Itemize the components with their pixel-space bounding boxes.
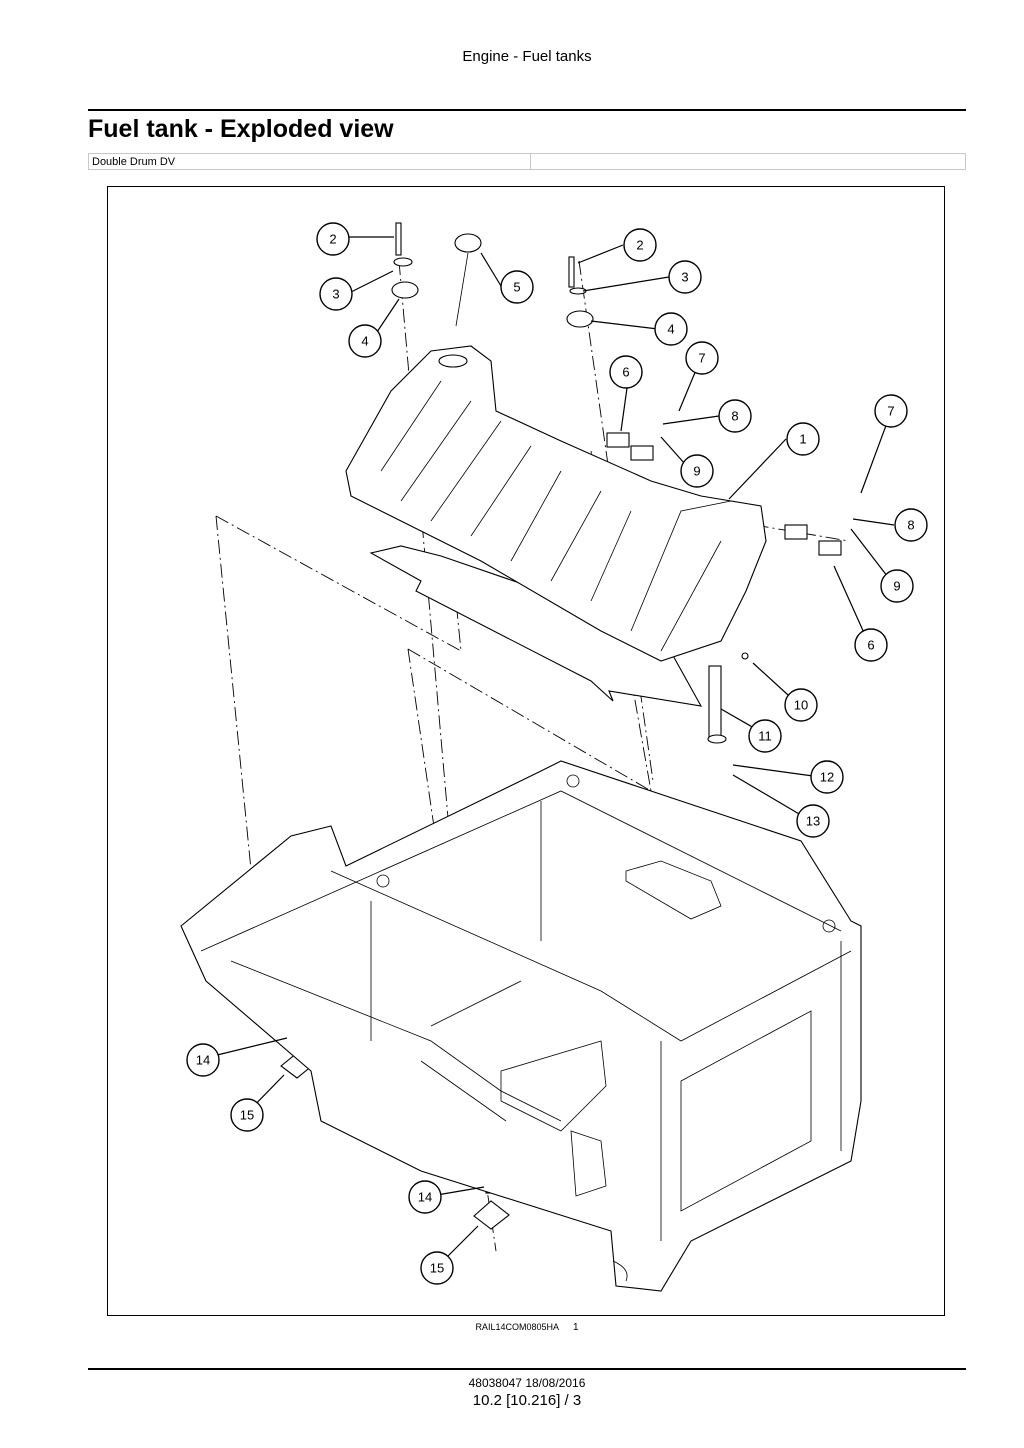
footer-doc-ref: 48038047 18/08/2016 — [468, 1376, 586, 1390]
callout-5: 5 — [500, 270, 534, 304]
variant-cell-model: Double Drum DV — [88, 153, 531, 170]
footer-page-ref: 10.2 [10.216] / 3 — [472, 1392, 582, 1409]
variant-table: Double Drum DV — [88, 153, 966, 170]
page-header-section: Engine - Fuel tanks — [462, 48, 592, 65]
machine-frame — [180, 760, 862, 1292]
callout-8b: 8 — [894, 508, 928, 542]
callout-15b: 15 — [420, 1251, 454, 1285]
footer-rule — [88, 1368, 966, 1370]
svg-text:3: 3 — [681, 270, 688, 285]
svg-text:6: 6 — [622, 365, 629, 380]
callout-14a: 14 — [186, 1043, 220, 1077]
svg-text:5: 5 — [513, 280, 520, 295]
svg-text:7: 7 — [887, 404, 894, 419]
svg-text:8: 8 — [731, 409, 738, 424]
exploded-view-figure: 2 3 4 5 2 3 4 6 7 8 9 1 7 8 9 6 10 11 12… — [107, 186, 945, 1316]
svg-text:6: 6 — [867, 638, 874, 653]
callout-2a: 2 — [316, 222, 350, 256]
callout-12: 12 — [810, 760, 844, 794]
svg-text:10: 10 — [794, 698, 808, 713]
callout-15a: 15 — [230, 1098, 264, 1132]
fuel-tank — [345, 345, 767, 662]
hardware-parts — [280, 222, 842, 1230]
callout-6a: 6 — [609, 355, 643, 389]
figure-caption: RAIL14COM0805HA 1 — [0, 1322, 1024, 1333]
svg-text:15: 15 — [430, 1261, 444, 1276]
callout-7a: 7 — [685, 341, 719, 375]
callout-14b: 14 — [408, 1180, 442, 1214]
svg-text:14: 14 — [418, 1190, 432, 1205]
callout-11: 11 — [748, 719, 782, 753]
figure-number: 1 — [572, 1322, 579, 1333]
svg-text:11: 11 — [758, 729, 772, 744]
svg-text:13: 13 — [806, 814, 820, 829]
callout-8a: 8 — [718, 399, 752, 433]
svg-text:1: 1 — [799, 432, 806, 447]
svg-text:15: 15 — [240, 1108, 254, 1123]
variant-cell-empty — [530, 153, 966, 170]
header-rule — [88, 109, 966, 111]
callout-9b: 9 — [880, 569, 914, 603]
callout-3b: 3 — [668, 260, 702, 294]
page-title: Fuel tank - Exploded view — [88, 115, 394, 143]
callout-3a: 3 — [319, 277, 353, 311]
svg-text:4: 4 — [361, 334, 368, 349]
callout-4a: 4 — [348, 324, 382, 358]
svg-text:4: 4 — [667, 322, 674, 337]
figure-code: RAIL14COM0805HA — [475, 1322, 559, 1332]
svg-text:3: 3 — [332, 287, 339, 302]
callout-1: 1 — [786, 422, 820, 456]
exploded-view-drawing: 2 3 4 5 2 3 4 6 7 8 9 1 7 8 9 6 10 11 12… — [180, 222, 928, 1292]
svg-text:14: 14 — [196, 1053, 210, 1068]
svg-text:2: 2 — [636, 238, 643, 253]
svg-text:9: 9 — [693, 464, 700, 479]
svg-text:2: 2 — [329, 232, 336, 247]
callout-7b: 7 — [874, 394, 908, 428]
callout-9a: 9 — [680, 454, 714, 488]
svg-text:7: 7 — [698, 351, 705, 366]
leader-lines — [204, 236, 895, 1268]
callout-10: 10 — [784, 688, 818, 722]
svg-text:9: 9 — [893, 579, 900, 594]
callout-13: 13 — [796, 804, 830, 838]
callout-4b: 4 — [654, 312, 688, 346]
svg-text:12: 12 — [820, 770, 834, 785]
callout-6b: 6 — [854, 628, 888, 662]
tank-gasket — [369, 545, 703, 707]
callout-2b: 2 — [623, 228, 657, 262]
svg-text:8: 8 — [907, 518, 914, 533]
